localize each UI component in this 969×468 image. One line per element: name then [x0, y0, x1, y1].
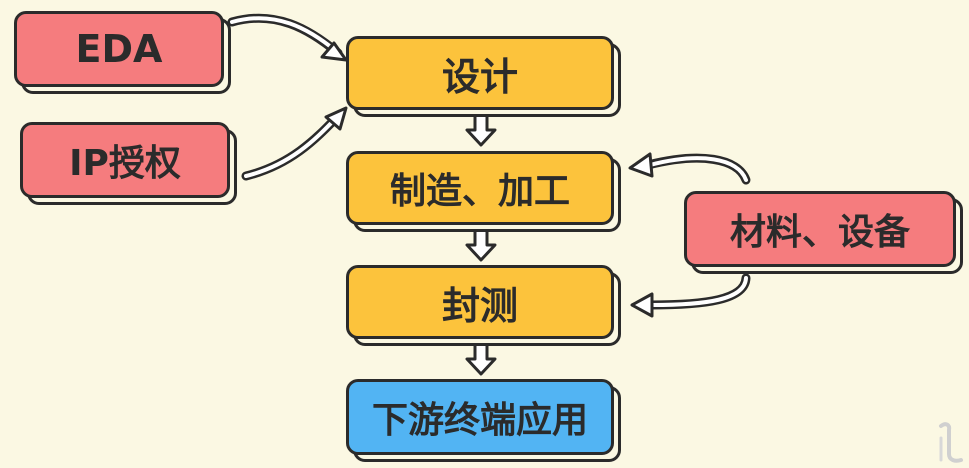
eda-to-design-arrow-outline [227, 13, 343, 58]
materials-to-mfg-arrowhead [628, 152, 654, 178]
packaging-testing-label: 封测 [441, 283, 518, 328]
design-label: 设计 [441, 54, 518, 99]
ip-to-design-arrowhead [324, 106, 348, 131]
mfg-to-pack-arrow [465, 227, 497, 262]
downstream-box: 下游终端应用 [346, 379, 614, 455]
ip-to-design-arrow-outline [241, 111, 343, 181]
design-to-mfg-arrow [465, 112, 497, 147]
design-box: 设计 [346, 36, 614, 110]
manufacturing-label: 制造、加工 [389, 171, 570, 212]
eda-to-design-arrowhead [320, 41, 348, 62]
materials-to-pack-arrowhead [630, 292, 654, 318]
manufacturing-box: 制造、加工 [346, 151, 614, 225]
pack-to-downstream-arrow [465, 341, 497, 376]
materials-to-mfg-arrow-inner [648, 156, 748, 182]
page-corner-icon [939, 422, 963, 463]
materials-equipment-label: 材料、设备 [729, 212, 910, 253]
materials-to-mfg-arrow-outline [643, 153, 751, 185]
downstream-label: 下游终端应用 [371, 400, 588, 441]
ip-license-box: IP授权 [20, 122, 230, 198]
eda-to-design-arrow-inner [230, 16, 338, 53]
eda-label: EDA [75, 27, 163, 71]
ip-license-label: IP授权 [69, 143, 181, 184]
materials-to-pack-arrow-inner [650, 276, 748, 307]
materials-to-pack-arrow-outline [645, 273, 751, 310]
eda-box: EDA [14, 11, 224, 87]
materials-equipment-box: 材料、设备 [684, 191, 956, 267]
packaging-testing-box: 封测 [346, 265, 614, 339]
ip-to-design-arrow-inner [244, 116, 338, 178]
